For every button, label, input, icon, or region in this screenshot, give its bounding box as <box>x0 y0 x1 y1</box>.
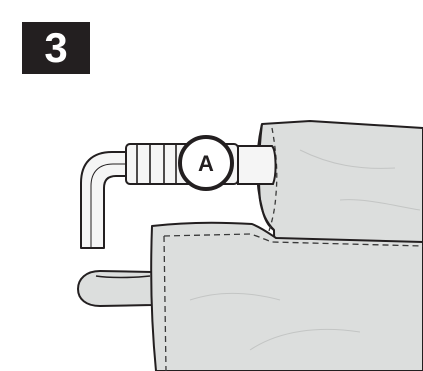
hex-key-tool <box>80 151 133 249</box>
callout-a: A <box>178 135 234 191</box>
step-number-badge: 3 <box>22 22 90 74</box>
callout-label: A <box>198 151 214 176</box>
front-fabric-panel <box>150 221 423 371</box>
strap-tab <box>77 270 153 307</box>
